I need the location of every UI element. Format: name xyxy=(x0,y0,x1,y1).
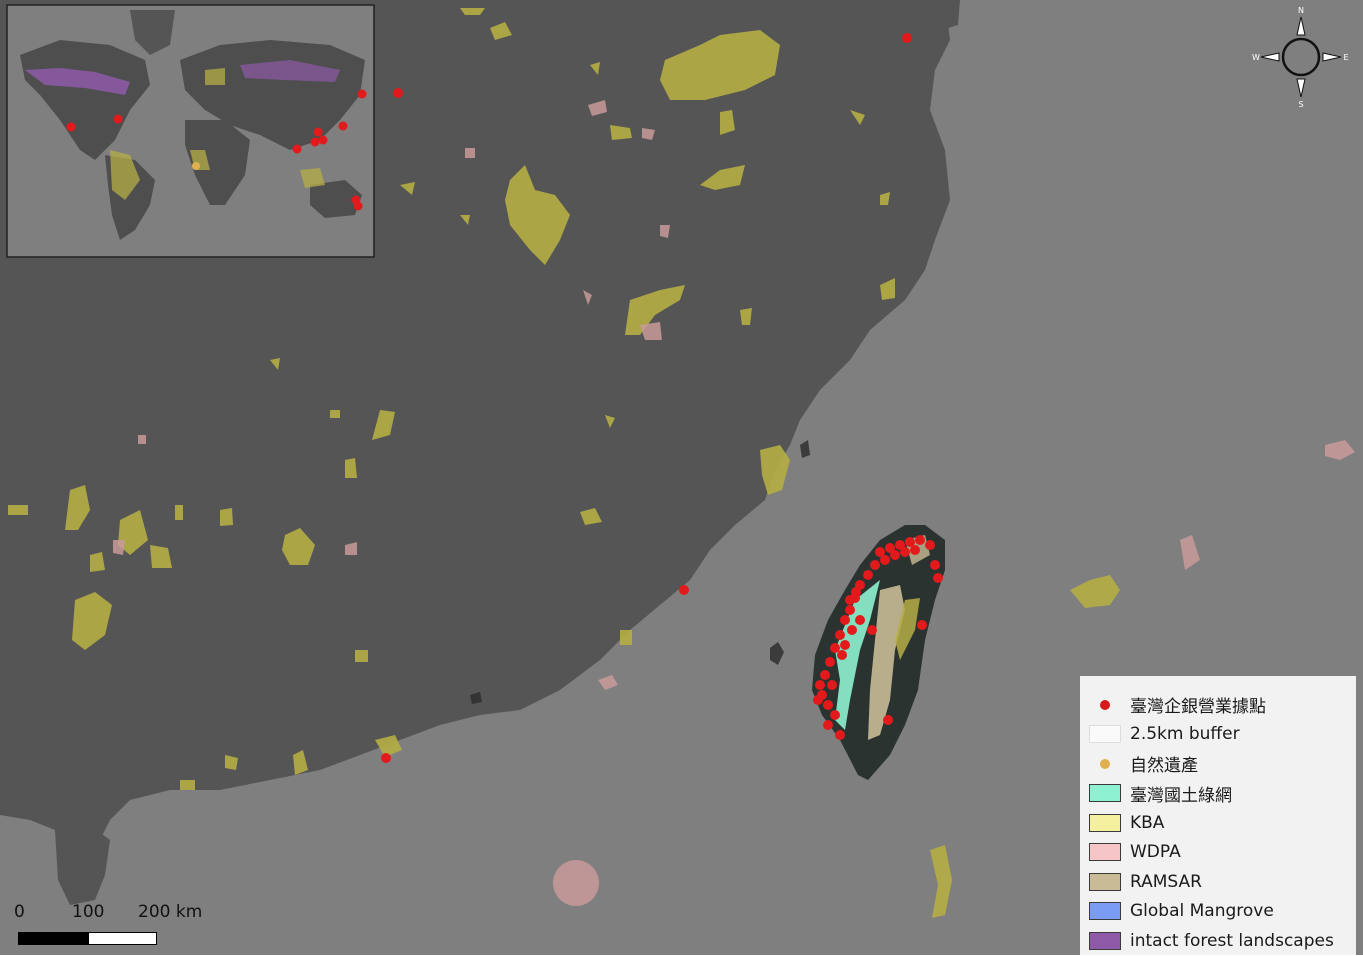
compass-s-label: S xyxy=(1298,100,1303,109)
legend-item: KBA xyxy=(1088,808,1356,838)
legend-label: 臺灣企銀營業據點 xyxy=(1130,697,1266,718)
scale-label-200: 200 km xyxy=(138,902,203,922)
legend-label: KBA xyxy=(1130,812,1165,833)
legend-swatch-icon xyxy=(1089,784,1121,803)
legend-label: 自然遺產 xyxy=(1130,756,1198,777)
legend-item: WDPA xyxy=(1088,838,1356,868)
legend-symbol xyxy=(1088,695,1122,715)
legend-item: 臺灣國土綠網 xyxy=(1088,779,1356,809)
legend-swatch-icon xyxy=(1089,931,1121,950)
legend-symbol xyxy=(1088,872,1122,892)
legend-item: intact forest landscapes xyxy=(1088,926,1356,956)
legend-label: 臺灣國土綠網 xyxy=(1130,785,1232,806)
compass-e-label: E xyxy=(1343,53,1348,62)
legend-item: 臺灣企銀營業據點 xyxy=(1088,690,1356,720)
legend-swatch-icon xyxy=(1089,902,1121,921)
compass-rose-icon: N S W E xyxy=(1252,6,1348,109)
northern-coast-fragment xyxy=(930,0,960,30)
legend-symbol xyxy=(1088,754,1122,774)
legend-swatch-icon xyxy=(1089,843,1121,862)
southern-peninsula-landmass xyxy=(55,825,110,905)
taiwan-branch-points xyxy=(813,535,943,740)
legend-item: 2.5km buffer xyxy=(1088,720,1356,750)
legend-swatch-icon xyxy=(1089,813,1121,832)
legend-item: 自然遺產 xyxy=(1088,749,1356,779)
scale-bar-black-segment xyxy=(18,932,88,945)
legend-label: 2.5km buffer xyxy=(1130,724,1240,745)
kba-areas xyxy=(8,8,1120,918)
legend-swatch-icon xyxy=(1089,872,1121,891)
scale-bar: 0 100 200 km xyxy=(12,900,212,950)
compass-w-label: W xyxy=(1252,53,1260,62)
legend-label: WDPA xyxy=(1130,842,1181,863)
legend-symbol xyxy=(1088,813,1122,833)
coastal-islands xyxy=(470,440,810,704)
wdpa-areas xyxy=(113,100,1355,906)
legend-symbol xyxy=(1088,901,1122,921)
mainland-branch-points xyxy=(381,33,912,763)
scale-bar-white-segment xyxy=(88,932,157,945)
map-legend: 臺灣企銀營業據點 2.5km buffer 自然遺產臺灣國土綠網 KBA WDPA RAM… xyxy=(1080,676,1356,955)
legend-item: Global Mangrove xyxy=(1088,897,1356,927)
compass-n-label: N xyxy=(1298,6,1304,15)
legend-symbol xyxy=(1088,842,1122,862)
legend-symbol xyxy=(1088,783,1122,803)
legend-item: RAMSAR xyxy=(1088,867,1356,897)
legend-symbol xyxy=(1088,724,1122,744)
scale-label-0: 0 xyxy=(14,902,25,922)
legend-label: RAMSAR xyxy=(1130,871,1202,892)
legend-label: intact forest landscapes xyxy=(1130,930,1334,951)
legend-symbol xyxy=(1088,931,1122,951)
legend-label: Global Mangrove xyxy=(1130,901,1274,922)
taiwan-island xyxy=(812,525,945,780)
scale-label-100: 100 xyxy=(72,902,105,922)
legend-dot-icon xyxy=(1100,699,1110,710)
legend-dot-icon xyxy=(1100,758,1110,769)
legend-swatch-icon xyxy=(1089,725,1121,744)
inset-world-map xyxy=(6,4,375,258)
